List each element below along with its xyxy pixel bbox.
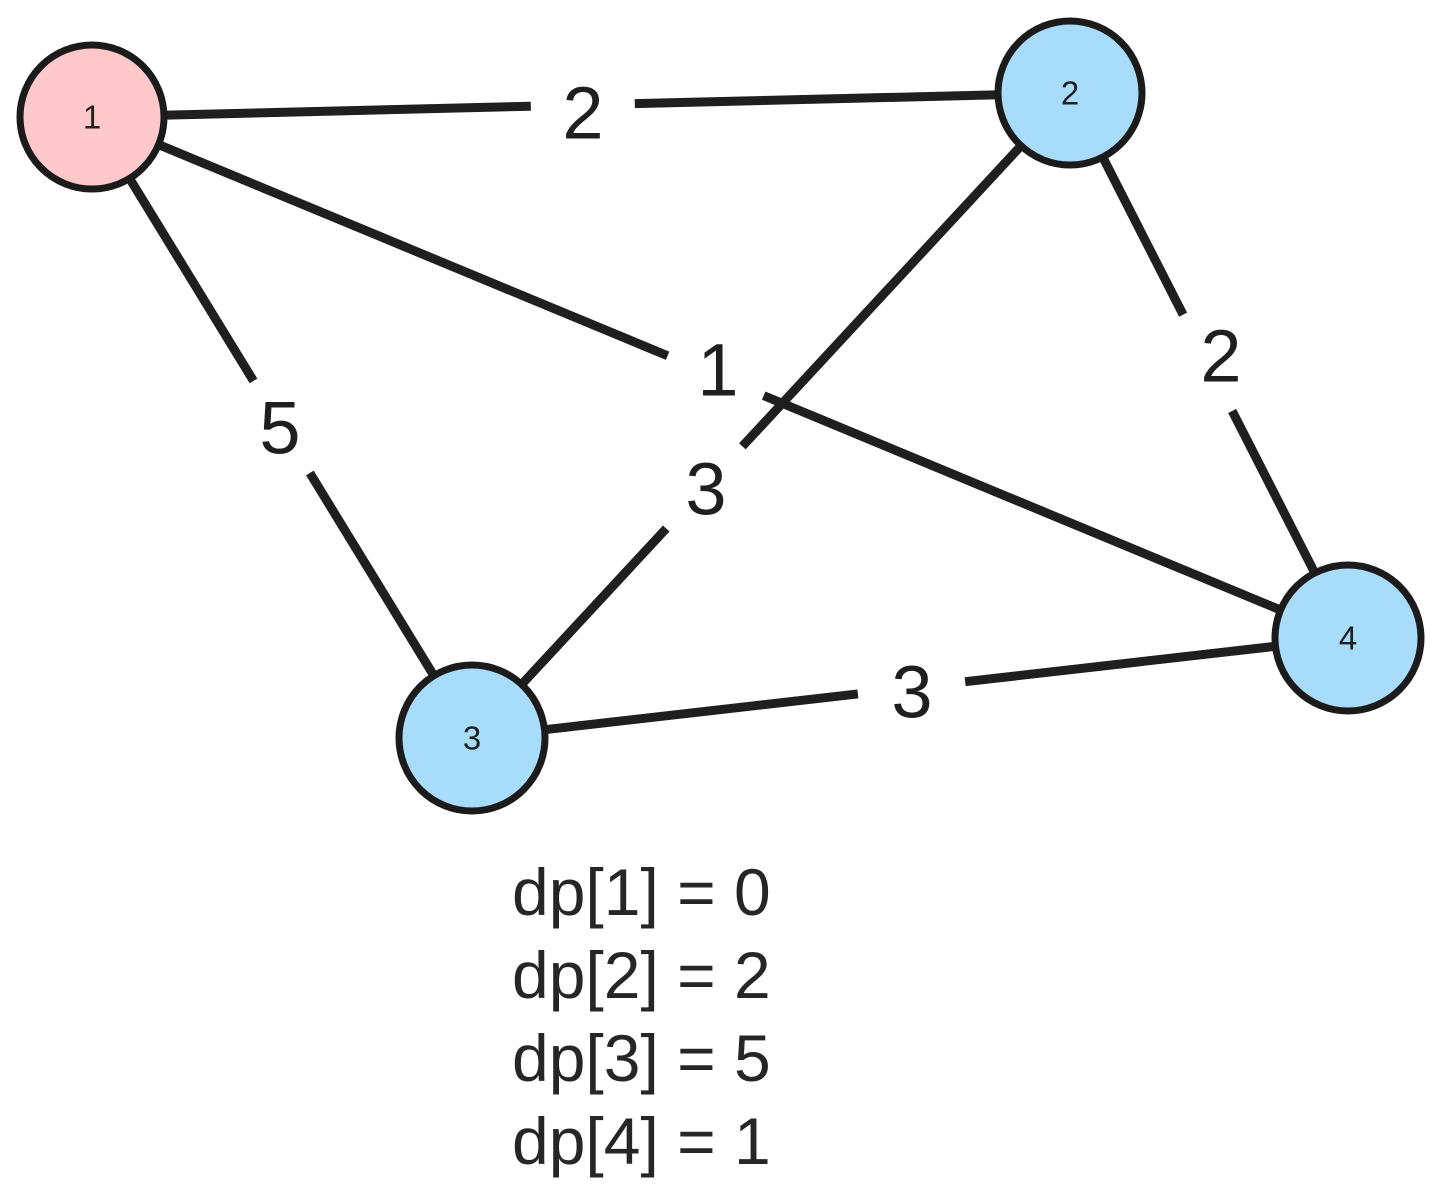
dp-line-1: dp[1] = 0	[512, 855, 771, 929]
dp-line-2: dp[2] = 2	[512, 938, 771, 1012]
edge-2-4	[1097, 153, 1188, 317]
edge-3-4	[542, 689, 859, 735]
edge-1-3	[124, 174, 258, 384]
graph-node-2[interactable]: 2	[994, 17, 1146, 169]
edge-weight-1-2: 2	[562, 72, 603, 155]
node-label-3: 3	[463, 720, 481, 757]
node-circle-2[interactable]	[994, 17, 1146, 169]
edge-2-3	[516, 525, 670, 689]
dp-line-4: dp[4] = 1	[512, 1104, 771, 1178]
edge-weight-1-4: 1	[697, 329, 738, 412]
graph-node-1[interactable]: 1	[16, 41, 168, 193]
node-circle-4[interactable]	[1271, 561, 1425, 715]
node-label-4: 4	[1339, 620, 1357, 657]
edges-layer	[124, 90, 1320, 735]
edge-weight-2-3: 3	[685, 448, 726, 531]
edge-weight-2-4: 2	[1200, 315, 1241, 398]
node-circle-1[interactable]	[16, 41, 168, 193]
node-circle-3[interactable]	[395, 661, 549, 815]
edge-3-4	[964, 641, 1278, 687]
graph-node-3[interactable]: 3	[395, 661, 549, 815]
node-label-1: 1	[83, 99, 101, 136]
edge-labels-layer: 2 5 1 3 2 3	[259, 72, 1241, 734]
edge-2-3	[739, 141, 1026, 450]
edge-1-4	[761, 391, 1285, 615]
edge-weight-1-3: 5	[259, 387, 300, 470]
edge-1-3	[306, 470, 439, 680]
nodes-layer: 1 2 3 4	[16, 17, 1425, 815]
dp-line-3: dp[3] = 5	[512, 1021, 771, 1095]
edge-2-4	[1228, 408, 1320, 577]
edge-1-2	[161, 101, 531, 120]
dp-table: dp[1] = 0 dp[2] = 2 dp[3] = 5 dp[4] = 1	[512, 855, 771, 1178]
edge-weight-3-4: 3	[891, 651, 932, 734]
edge-1-2	[634, 90, 1001, 109]
edge-1-4	[154, 139, 670, 360]
node-label-2: 2	[1061, 75, 1079, 112]
graph-node-4[interactable]: 4	[1271, 561, 1425, 715]
